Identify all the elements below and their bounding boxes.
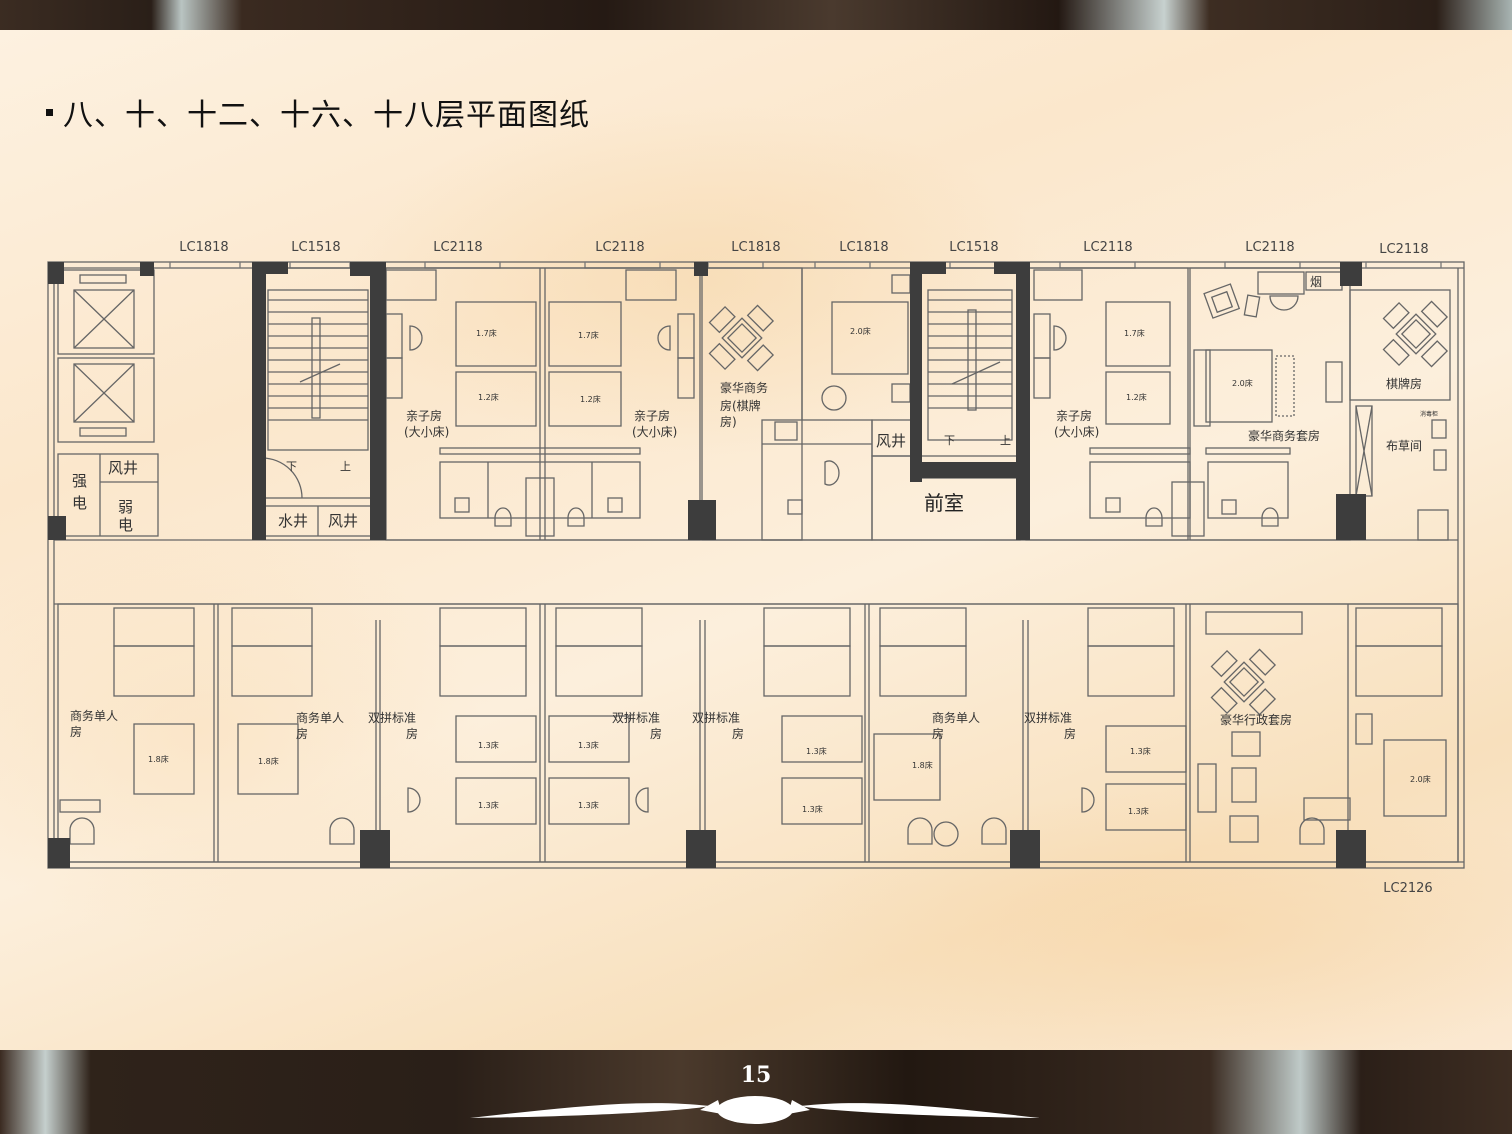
window-label: LC2118	[1083, 240, 1132, 255]
label-twin-standard: 双拼标准	[368, 711, 416, 725]
elevator-1	[73, 274, 135, 349]
label-strong-power: 电	[72, 494, 87, 512]
label-business-single: 房	[932, 726, 944, 741]
ornament-flourish-icon	[470, 1096, 1040, 1124]
label-family-room: 亲子房	[1056, 408, 1092, 423]
mahjong-table-3	[1210, 648, 1277, 716]
window-label: LC1818	[731, 240, 780, 255]
window-label-bottom: LC2126	[1383, 881, 1432, 896]
elevator-2	[73, 363, 135, 437]
window-label: LC1518	[949, 240, 998, 255]
label-twin-standard: 双拼标准	[692, 711, 740, 725]
bed-label: 1.7床	[578, 330, 599, 340]
label-air-shaft: 风井	[108, 459, 138, 477]
label-family-room: 亲子房	[634, 408, 670, 423]
label-business-single: 商务单人	[932, 710, 980, 725]
bed-label: 1.2床	[478, 392, 499, 402]
bed-label: 2.0床	[1232, 378, 1253, 388]
window-label: LC2118	[1379, 242, 1428, 257]
window-label: LC2118	[433, 240, 482, 255]
label-family-room: (大小床)	[632, 425, 677, 439]
bed-label: 2.0床	[850, 326, 871, 336]
bathroom-pods	[113, 607, 1443, 697]
label-business-single: 商务单人	[296, 710, 344, 725]
label-deluxe-business-room: 房(棋牌	[720, 398, 761, 413]
slide-title-text: 八、十、十二、十六、十八层平面图纸	[63, 98, 590, 133]
page-number: 15	[740, 1062, 772, 1088]
label-stair-up: 上	[340, 460, 351, 473]
bed-label: 1.2床	[580, 394, 601, 404]
label-family-room: 亲子房	[406, 408, 442, 423]
label-business-single: 商务单人	[70, 708, 118, 723]
label-deluxe-business-room: 豪华商务	[720, 380, 768, 395]
window-label: LC1818	[179, 240, 228, 255]
label-weak-power: 弱	[118, 498, 133, 516]
bed-label: 1.3床	[806, 746, 827, 756]
bed-label: 1.3床	[1128, 806, 1149, 816]
bed-label: 1.3床	[578, 800, 599, 810]
bed-label: 1.3床	[478, 740, 499, 750]
label-deluxe-executive-suite: 豪华行政套房	[1220, 712, 1292, 727]
label-smoke: 烟	[1310, 275, 1322, 289]
bed-label: 1.3床	[1130, 746, 1151, 756]
label-chess-room: 棋牌房	[1386, 376, 1422, 391]
label-deluxe-business-room: 房)	[720, 414, 737, 429]
label-deluxe-business-suite: 豪华商务套房	[1248, 428, 1320, 443]
bed-label: 1.7床	[1124, 328, 1145, 338]
label-air-shaft: 风井	[328, 512, 358, 530]
bed-label: 1.8床	[148, 754, 169, 764]
bed-label: 1.2床	[1126, 392, 1147, 402]
bed-label: 1.7床	[476, 328, 497, 338]
window-label: LC2118	[1245, 240, 1294, 255]
label-twin-standard: 房	[732, 726, 744, 741]
label-weak-power: 电	[118, 516, 133, 534]
bed-1-7	[455, 301, 537, 367]
label-stair-down: 下	[286, 460, 297, 473]
label-twin-standard: 双拼标准	[1024, 711, 1072, 725]
bed-label: 1.8床	[258, 756, 279, 766]
bed-label: 1.3床	[802, 804, 823, 814]
structural-columns	[48, 262, 1366, 868]
label-business-single: 房	[70, 724, 82, 739]
label-twin-standard: 房	[1064, 726, 1076, 741]
label-lobby: 前室	[924, 491, 964, 515]
mahjong-table-1	[708, 304, 775, 372]
window-label: LC1818	[839, 240, 888, 255]
label-linen-room: 布草间	[1386, 439, 1422, 453]
label-business-single: 房	[296, 726, 308, 741]
window-label: LC2118	[595, 240, 644, 255]
slide-title: 八、十、十二、十六、十八层平面图纸	[46, 90, 590, 134]
stairwell-1	[261, 267, 375, 499]
label-twin-standard: 双拼标准	[612, 711, 660, 725]
marble-border-top	[0, 0, 1512, 30]
label-strong-power: 强	[72, 472, 87, 490]
label-family-room: (大小床)	[404, 425, 449, 439]
bed-label: 1.3床	[478, 800, 499, 810]
bed-label: 1.3床	[578, 740, 599, 750]
label-air-shaft: 风井	[876, 432, 906, 450]
label-family-room: (大小床)	[1054, 425, 1099, 439]
label-stair-up: 上	[1000, 434, 1011, 447]
label-twin-standard: 房	[406, 726, 418, 741]
label-disinfection: 消毒柜	[1420, 410, 1438, 418]
label-water-shaft: 水井	[278, 512, 308, 530]
mahjong-table-2	[1382, 300, 1449, 368]
bed-label: 1.8床	[912, 760, 933, 770]
label-stair-down: 下	[944, 434, 955, 447]
window-label: LC1518	[291, 240, 340, 255]
label-twin-standard: 房	[650, 726, 662, 741]
rug	[1275, 355, 1295, 417]
bed-label: 2.0床	[1410, 774, 1431, 784]
bullet-icon	[46, 108, 53, 116]
